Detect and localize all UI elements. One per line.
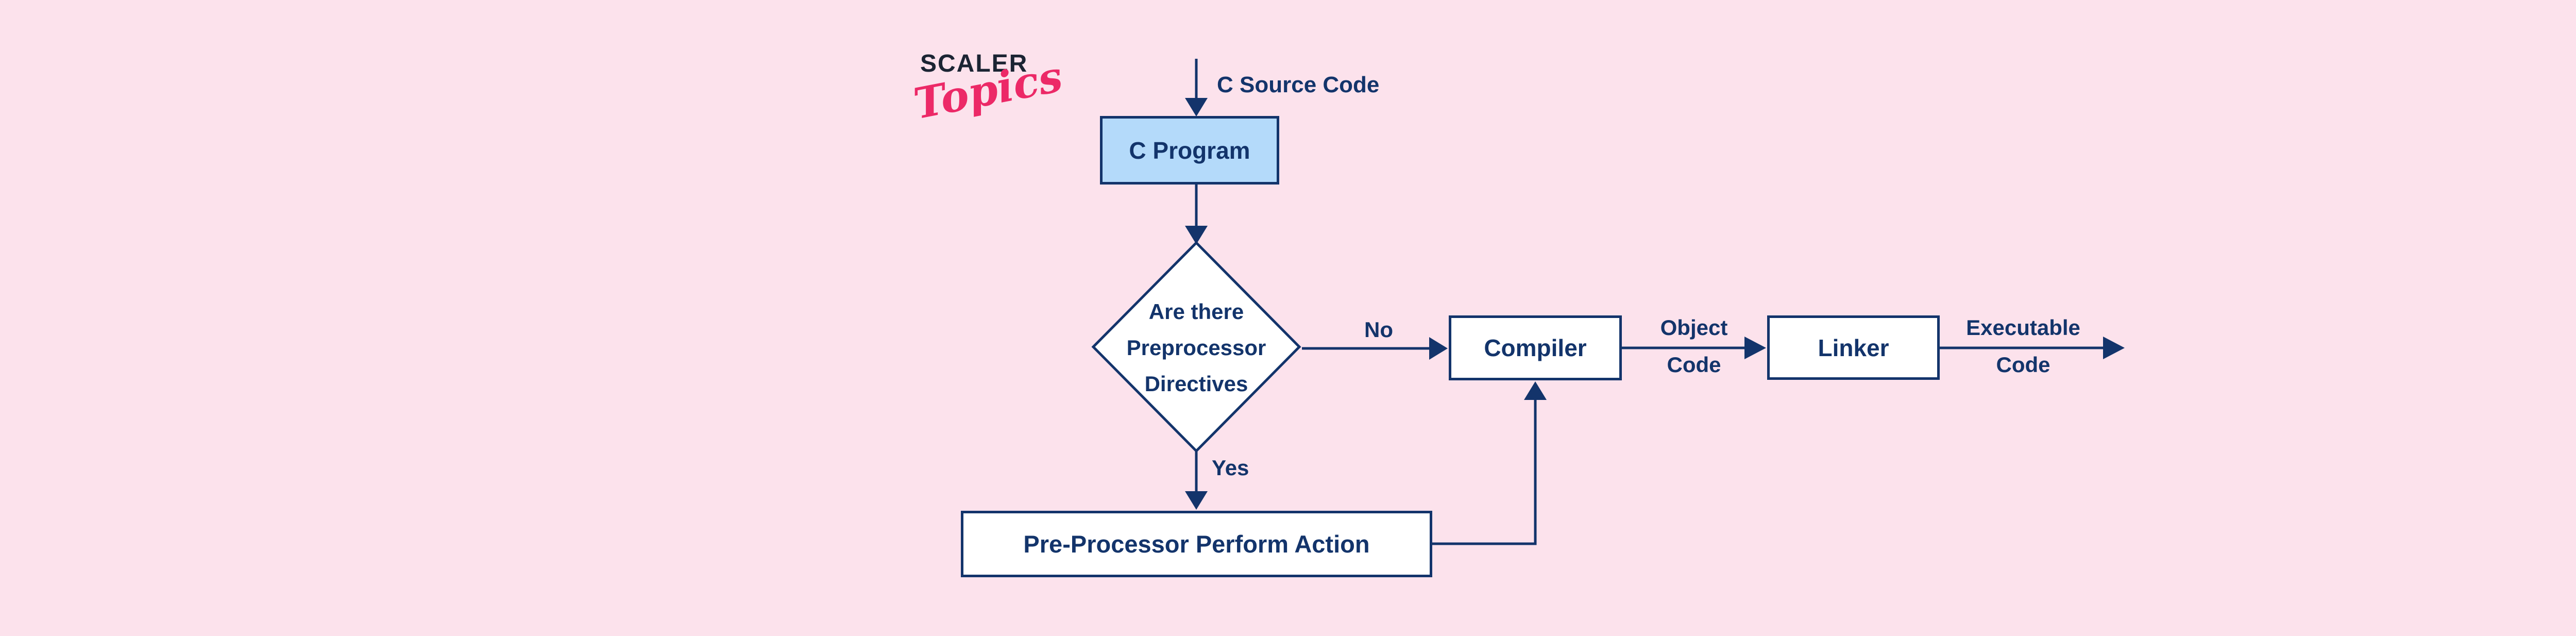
node-linker: Linker	[1767, 315, 1940, 380]
node-c-program: C Program	[1100, 116, 1279, 185]
label-object-code-line1: Object	[1660, 315, 1728, 340]
arrowhead-into-cprogram	[1185, 98, 1208, 116]
label-no: No	[1364, 317, 1393, 342]
node-compiler: Compiler	[1449, 315, 1622, 380]
node-preprocessor-action: Pre-Processor Perform Action	[961, 511, 1432, 577]
arrowhead-into-linker	[1744, 337, 1766, 359]
scaler-logo-brand: SCALER	[920, 50, 1028, 77]
label-c-source-code: C Source Code	[1217, 72, 1380, 97]
decision-line-3: Directives	[1144, 372, 1248, 396]
arrowhead-into-compiler	[1429, 337, 1448, 360]
decision-line-2: Preprocessor	[1126, 336, 1266, 360]
arrowhead-executable-out	[2103, 337, 2125, 359]
label-executable-code-line2: Code	[1996, 353, 2050, 377]
node-decision-label: Are there Preprocessor Directives	[1093, 291, 1299, 405]
label-executable-code-line1: Executable	[1966, 315, 2080, 340]
arrowhead-up-into-compiler	[1524, 381, 1547, 400]
arrowhead-into-decision	[1185, 226, 1208, 244]
label-object-code-line2: Code	[1667, 353, 1721, 377]
decision-line-1: Are there	[1148, 299, 1244, 324]
label-yes: Yes	[1212, 456, 1249, 480]
edge-preprocessor-to-compiler	[1432, 399, 1537, 545]
arrowhead-into-preprocessor	[1185, 491, 1208, 510]
